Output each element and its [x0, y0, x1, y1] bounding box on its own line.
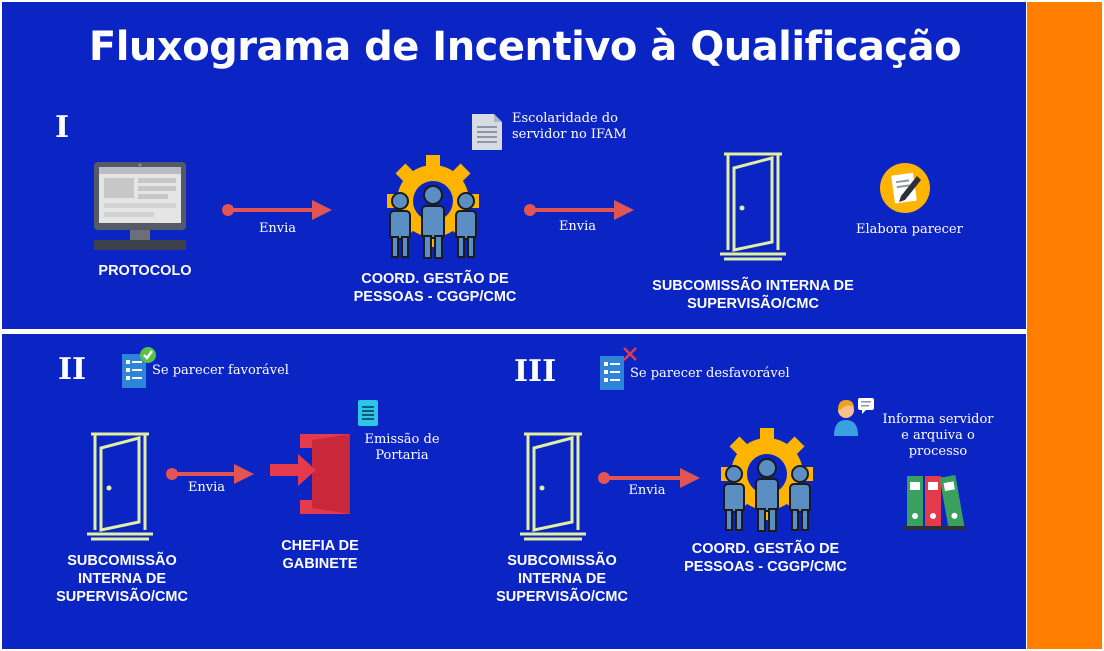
subcomissao-label-line1: SUBCOMISSÃO [507, 553, 617, 569]
chefia-label-line2: GABINETE [282, 556, 358, 572]
subcomissao-label-line1: SUBCOMISSÃO [67, 553, 177, 569]
main-panel [2, 2, 1026, 649]
subcomissao-label-line3: SUPERVISÃO/CMC [56, 589, 188, 605]
coord-label-line2: PESSOAS - CGGP/CMC [353, 289, 517, 305]
chefia-label-line1: CHEFIA DE [281, 538, 359, 554]
orange-side-bar [1027, 2, 1102, 649]
support-agent-icon [834, 398, 874, 436]
team-gear-icon [387, 155, 479, 259]
pencil-badge-icon [880, 163, 930, 213]
subcomissao-label-line1: SUBCOMISSÃO INTERNA DE [652, 278, 854, 294]
document-note-line1: Escolaridade do [512, 111, 618, 126]
arrow-icon [524, 200, 634, 220]
coord-label-line1: COORD. GESTÃO DE [691, 541, 840, 557]
checklist-rejected-icon [600, 347, 637, 390]
subcomissao-label-line3: SUPERVISÃO/CMC [496, 589, 628, 605]
checklist-approved-icon [122, 347, 156, 388]
desfavoravel-condition: Se parecer desfavorável [630, 366, 790, 381]
coord-label-line2: PESSOAS - CGGP/CMC [684, 559, 847, 575]
subcomissao-label-line2: INTERNA DE [77, 571, 167, 587]
informa-note-line2: e arquiva o [901, 428, 975, 443]
document-icon [472, 114, 502, 150]
arrow-icon [598, 468, 700, 488]
section-2-numeral: II [58, 352, 87, 387]
envia-label: Envia [187, 480, 226, 495]
elabora-note: Elabora parecer [856, 222, 963, 237]
coord-label-line1: COORD. GESTÃO DE [361, 271, 509, 287]
informa-note-line3: processo [908, 444, 968, 459]
section-divider [2, 329, 1026, 334]
door-icon [520, 432, 586, 541]
door-icon [87, 432, 153, 541]
favoravel-condition: Se parecer favorável [152, 363, 289, 378]
binders-icon [904, 475, 966, 530]
page-title: Fluxograma de Incentivo à Qualificação [88, 24, 962, 70]
arrow-icon [222, 200, 332, 220]
section-3-numeral: III [514, 354, 557, 389]
envia-label: Envia [558, 219, 597, 234]
subcomissao-label-line2: SUPERVISÃO/CMC [687, 296, 819, 312]
emissao-note-line1: Emissão de [364, 432, 440, 447]
envia-label: Envia [628, 483, 666, 498]
envia-label: Envia [258, 221, 297, 236]
informa-note-line1: Informa servidor [882, 412, 994, 427]
arrow-icon [166, 464, 254, 484]
exit-door-icon [270, 434, 350, 514]
section-1-numeral: I [55, 110, 70, 145]
document-note-line2: servidor no IFAM [512, 127, 627, 142]
protocolo-label: PROTOCOLO [98, 263, 192, 279]
computer-icon [94, 162, 186, 250]
subcomissao-label-line2: INTERNA DE [517, 571, 607, 587]
door-icon [720, 152, 786, 261]
emissao-note-line2: Portaria [375, 448, 429, 463]
portaria-document-icon [358, 400, 378, 426]
team-gear-icon [721, 428, 813, 532]
